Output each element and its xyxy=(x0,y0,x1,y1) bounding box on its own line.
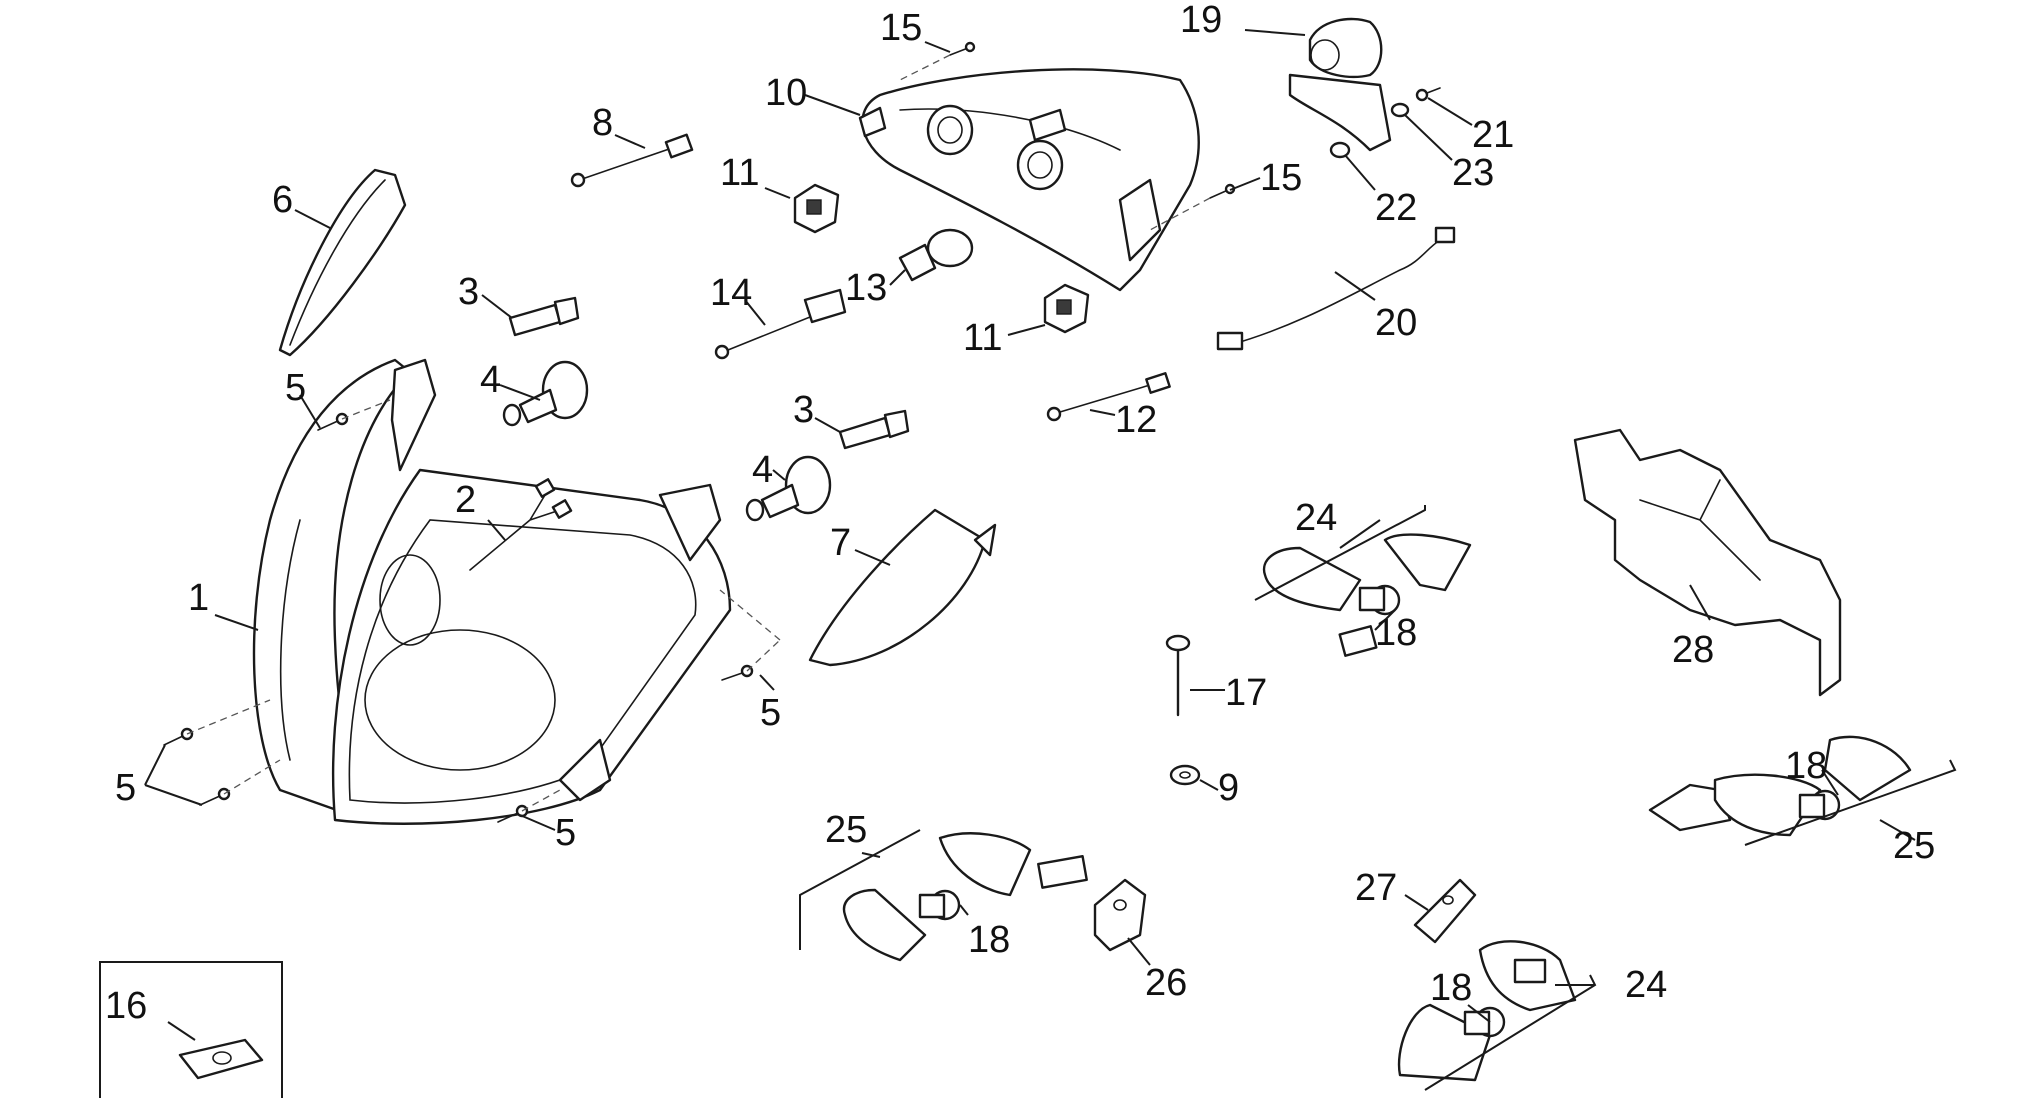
part-2-bulb-wiring xyxy=(469,478,573,571)
callout-4-upper: 4 xyxy=(480,359,501,401)
callout-5-c: 5 xyxy=(760,692,781,734)
part-6-cover xyxy=(278,168,407,357)
part-9-nut xyxy=(1169,764,1201,786)
callout-5-d: 5 xyxy=(555,812,576,854)
part-3-bulb-upper xyxy=(508,296,580,337)
part-11-socket-upper xyxy=(793,183,840,234)
callout-27: 27 xyxy=(1355,867,1397,909)
callout-12: 12 xyxy=(1115,399,1157,441)
callout-11-upper: 11 xyxy=(720,152,759,194)
part-11-socket-lower xyxy=(1043,283,1090,334)
leader-lines xyxy=(144,29,1916,1041)
part-24-indicator-upper xyxy=(1262,533,1472,657)
callout-15-upper: 15 xyxy=(880,7,922,49)
part-19-light-unit xyxy=(1288,17,1392,152)
callout-24-upper: 24 xyxy=(1295,497,1337,539)
callout-15-lower: 15 xyxy=(1260,157,1302,199)
callout-17: 17 xyxy=(1225,672,1267,714)
callout-10: 10 xyxy=(765,72,807,114)
callout-20: 20 xyxy=(1375,302,1417,344)
part-17-bolt xyxy=(1165,634,1191,717)
callout-3-lower: 3 xyxy=(793,389,814,431)
part-23-washer xyxy=(1390,102,1410,118)
callout-18-right: 18 xyxy=(1785,745,1827,787)
part-18-bulb-upper xyxy=(1358,584,1401,616)
part-12-wire xyxy=(1046,372,1171,422)
callout-5-b: 5 xyxy=(115,767,136,809)
part-14-wire xyxy=(714,288,847,360)
part-27-bracket xyxy=(1413,878,1477,944)
callout-5-a: 5 xyxy=(285,367,306,409)
part-3-bulb-lower xyxy=(838,409,910,450)
callout-9: 9 xyxy=(1218,767,1239,809)
part-18-bulb-left xyxy=(918,889,961,921)
callout-18-left: 18 xyxy=(968,919,1010,961)
callout-1: 1 xyxy=(188,577,209,619)
part-10-housing xyxy=(858,68,1200,292)
callout-18-upper: 18 xyxy=(1375,612,1417,654)
part-18-bulb-right xyxy=(1798,789,1841,821)
part-8-wire xyxy=(570,133,694,188)
callout-16: 16 xyxy=(105,985,147,1027)
part-25-indicator-right xyxy=(1648,735,1912,837)
callout-19: 19 xyxy=(1180,0,1222,41)
callout-26: 26 xyxy=(1145,962,1187,1004)
callout-25-left: 25 xyxy=(825,809,867,851)
callout-2: 2 xyxy=(455,479,476,521)
callout-11-lower: 11 xyxy=(963,317,1002,359)
part-16-clip xyxy=(178,1038,264,1080)
callout-24-bottom: 24 xyxy=(1625,964,1667,1006)
callout-8: 8 xyxy=(592,102,613,144)
callout-7: 7 xyxy=(830,522,851,564)
part-16-inset-box xyxy=(99,961,283,1098)
callout-25-right: 25 xyxy=(1893,825,1935,867)
callout-28: 28 xyxy=(1672,629,1714,671)
callout-18-bottom: 18 xyxy=(1430,967,1472,1009)
part-21-screw xyxy=(1415,87,1441,102)
part-18-bulb-bottom xyxy=(1463,1006,1506,1038)
callout-13: 13 xyxy=(845,267,887,309)
part-4-bulb-upper xyxy=(502,360,589,427)
part-20-wire xyxy=(1216,226,1456,351)
callout-6: 6 xyxy=(272,179,293,221)
part-1-headlight-assembly xyxy=(252,358,732,825)
part-26-bracket xyxy=(1093,878,1147,952)
part-15-screws xyxy=(949,41,1236,199)
part-25-indicator-left xyxy=(842,832,1088,962)
callout-21: 21 xyxy=(1472,114,1514,156)
callout-4-lower: 4 xyxy=(752,449,773,491)
callout-labels: 1 2 3 3 4 4 5 5 5 5 6 7 8 9 10 11 11 12 … xyxy=(105,0,1935,1027)
part-13-bulb xyxy=(898,228,974,282)
callout-14: 14 xyxy=(710,272,752,314)
callout-22: 22 xyxy=(1375,187,1417,229)
part-22-nut xyxy=(1329,141,1351,159)
part-24-indicator-bottom xyxy=(1397,940,1577,1082)
callout-3-upper: 3 xyxy=(458,271,479,313)
part-28-bracket xyxy=(1573,428,1842,697)
part-4-bulb-lower xyxy=(745,455,832,522)
callout-23: 23 xyxy=(1452,152,1494,194)
part-7-cover xyxy=(808,508,997,667)
